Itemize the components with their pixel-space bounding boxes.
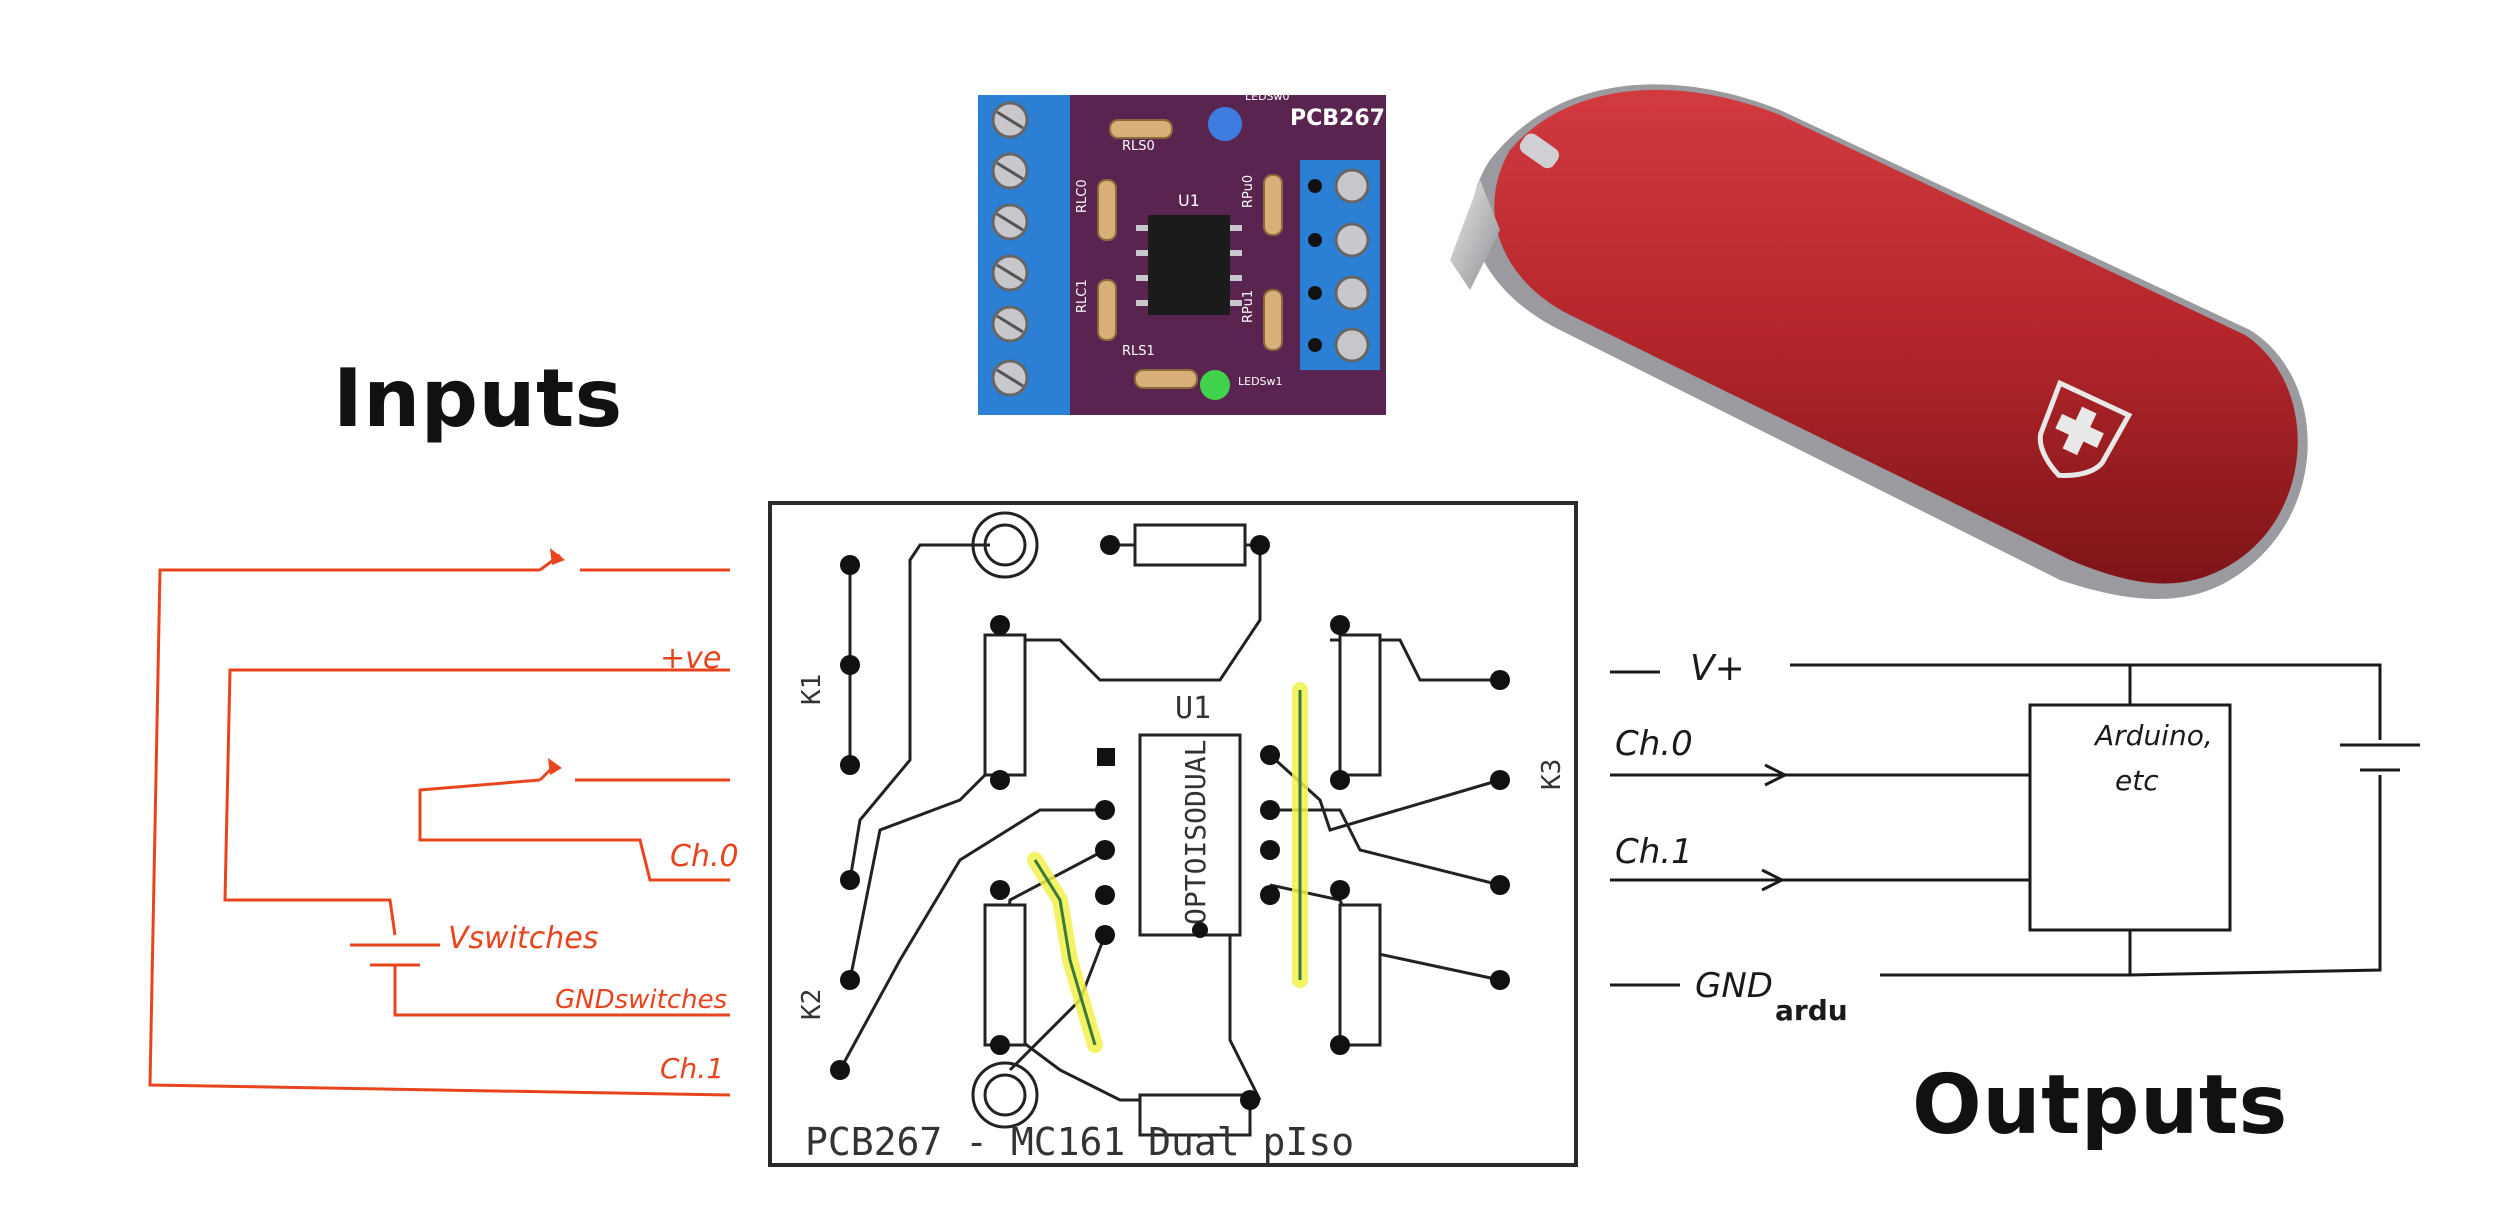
resistor-body bbox=[1338, 903, 1382, 1047]
chip-label: OPTOISODUAL bbox=[1179, 740, 1212, 925]
resistor-body bbox=[1133, 523, 1247, 567]
pcb-silk-rpu1: RPu1 bbox=[1241, 290, 1256, 323]
label-gnd-switches: GNDswitches bbox=[555, 985, 727, 1015]
resistor-body bbox=[983, 903, 1027, 1047]
pcb-silk-u1: U1 bbox=[1178, 191, 1200, 210]
arduino-label: Arduino, bbox=[2093, 719, 2213, 752]
resistor-body bbox=[1138, 1093, 1252, 1137]
layout-title: PCB267 - MC161 Dual pIso bbox=[805, 1120, 1354, 1164]
label-ch0-output: Ch.0 bbox=[1615, 724, 1693, 764]
outputs-heading: Outputs bbox=[1912, 1058, 2288, 1153]
pcb-silk-rpu0: RPu0 bbox=[1241, 175, 1256, 208]
inputs-heading: Inputs bbox=[333, 352, 623, 445]
pcb-board-name: PCB267 bbox=[1290, 106, 1385, 131]
pcb-resistors bbox=[1097, 119, 1283, 389]
chip-outline bbox=[1138, 733, 1242, 937]
pcb-silk-ledsw1: LEDSw1 bbox=[1238, 375, 1283, 388]
pcb-silk-rls1: RLS1 bbox=[1122, 344, 1155, 359]
label-gnd-output: GND bbox=[1695, 966, 1773, 1006]
label-ch1-output: Ch.1 bbox=[1615, 832, 1693, 872]
resistor-body bbox=[983, 633, 1027, 777]
pocket-knife-photo bbox=[1450, 84, 2308, 599]
u1-ref: U1 bbox=[1175, 691, 1211, 726]
output-wiring bbox=[1610, 663, 2420, 987]
output-arrows bbox=[1761, 763, 1789, 892]
label-plus-ve: +ve bbox=[660, 641, 721, 676]
label-ch1-input: Ch.1 bbox=[660, 1052, 724, 1085]
terminal-block-right bbox=[1300, 160, 1380, 370]
resistor-body bbox=[1338, 633, 1382, 777]
pcb-silk-rlc1: RLC1 bbox=[1075, 279, 1090, 313]
pcb-photo: PCB267 LEDSw0 RLS0 RLC0 U1 RPu0 RLC1 RPu… bbox=[978, 90, 1386, 415]
k2-ref: K2 bbox=[797, 989, 827, 1020]
pcb-silk-rls0: RLS0 bbox=[1122, 139, 1155, 154]
green-led-icon bbox=[1200, 370, 1230, 400]
arduino-box bbox=[2028, 703, 2232, 932]
pcb-silk-rlc0: RLC0 bbox=[1075, 179, 1090, 213]
pcb-silk-ledsw0: LEDSw0 bbox=[1245, 90, 1290, 103]
input-wiring bbox=[148, 553, 731, 1097]
label-ardu-subscript: ardu bbox=[1775, 994, 1848, 1027]
pcb-layout-drawing: OPTOISODUAL U1 K1 K2 K3 bbox=[768, 501, 1578, 1167]
label-ch0-input: Ch.0 bbox=[670, 839, 739, 874]
terminal-block-left bbox=[978, 95, 1070, 415]
blue-led-icon bbox=[1208, 107, 1242, 141]
k1-ref: K1 bbox=[797, 674, 827, 705]
label-v-plus: V+ bbox=[1690, 648, 1745, 689]
label-vswitches: Vswitches bbox=[448, 921, 598, 956]
arduino-etc-label: etc bbox=[2115, 764, 2159, 797]
input-wire-arrows bbox=[548, 548, 565, 775]
pcb-chip bbox=[1148, 215, 1230, 315]
k3-ref: K3 bbox=[1537, 759, 1567, 790]
swiss-cross-icon bbox=[2037, 379, 2133, 478]
